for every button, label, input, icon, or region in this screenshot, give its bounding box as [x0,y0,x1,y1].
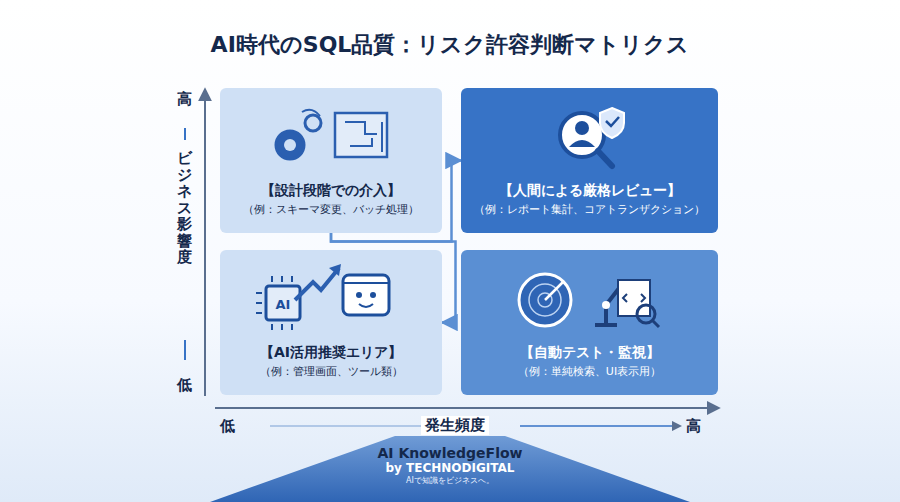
quadrant-box: 【人間による厳格レビュー】 （例：レポート集計、コアトランザクション） [461,88,718,233]
axis-line [520,425,680,427]
footer-band: AI KnowledgeFlowby TECHNODIGITALAIで知識をビジ… [300,438,600,502]
y-axis [204,90,206,396]
node-heading: 【設計段階での介入】 [261,181,401,199]
node-heading: AI KnowledgeFlow [377,445,522,461]
axis-end-label: 低 [177,376,192,395]
node-note: （例：管理画面、ツール類） [260,364,403,379]
axis-end-label: 高 [686,417,701,436]
node-note: （例：スキーマ変更、バッチ処理） [243,202,419,217]
x-axis [215,407,718,409]
quadrant-box: 【設計段階での介入】 （例：スキーマ変更、バッチ処理） [220,88,442,233]
axis-end-label: 低 [220,417,235,436]
axis-title: 発生頻度 [421,416,489,435]
node-note: AIで知識をビジネスへ。 [406,475,494,486]
node-note: by TECHNODIGITAL [386,461,515,475]
node-heading: 【AI活用推奨エリア】 [260,343,402,361]
diagram-title: AI時代のSQL品質：リスク許容判断マトリクス [0,30,900,60]
node-note: （例：単純検索、UI表示用） [518,364,661,379]
quadrant-box: 【AI活用推奨エリア】 （例：管理画面、ツール類） [220,250,442,395]
axis-end-label: 高 [177,90,192,109]
footer-band [210,436,690,502]
node-heading: 【自動テスト・監視】 [520,343,660,361]
axis-line [270,425,430,427]
node-note: （例：レポート集計、コアトランザクション） [474,202,705,217]
axis-tick [184,340,186,360]
node-heading: 【人間による厳格レビュー】 [499,181,681,199]
quadrant-box: 【自動テスト・監視】 （例：単純検索、UI表示用） [461,250,718,395]
axis-tick [184,128,186,140]
axis-title: ビジネス影響度 [177,150,192,266]
